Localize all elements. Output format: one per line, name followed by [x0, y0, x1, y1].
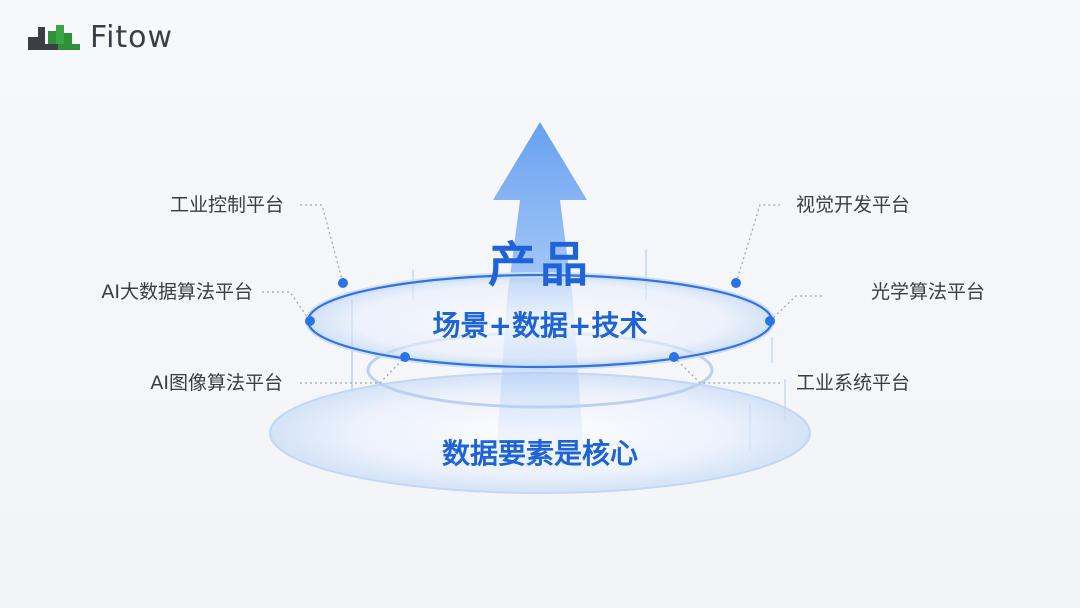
- platform-label-ai-bigdata: AI大数据算法平台: [101, 281, 253, 303]
- connector-lines: [262, 204, 822, 384]
- core-statement: 数据要素是核心: [441, 437, 638, 470]
- connection-dots: [305, 278, 775, 362]
- platform-label-optical-algo: 光学算法平台: [871, 281, 986, 303]
- product-title: 产品: [487, 237, 592, 293]
- brand-logo: Fitow: [26, 18, 173, 58]
- brand-name: Fitow: [90, 20, 174, 55]
- platform-label-industrial-control: 工业控制平台: [169, 194, 284, 216]
- product-formula: 场景+数据+技术: [432, 309, 648, 342]
- logo-mark-icon: [28, 25, 80, 50]
- platform-label-industrial-system: 工业系统平台: [796, 372, 911, 394]
- platform-label-ai-image: AI图像算法平台: [150, 372, 283, 394]
- platform-label-vision-dev: 视觉开发平台: [796, 194, 911, 216]
